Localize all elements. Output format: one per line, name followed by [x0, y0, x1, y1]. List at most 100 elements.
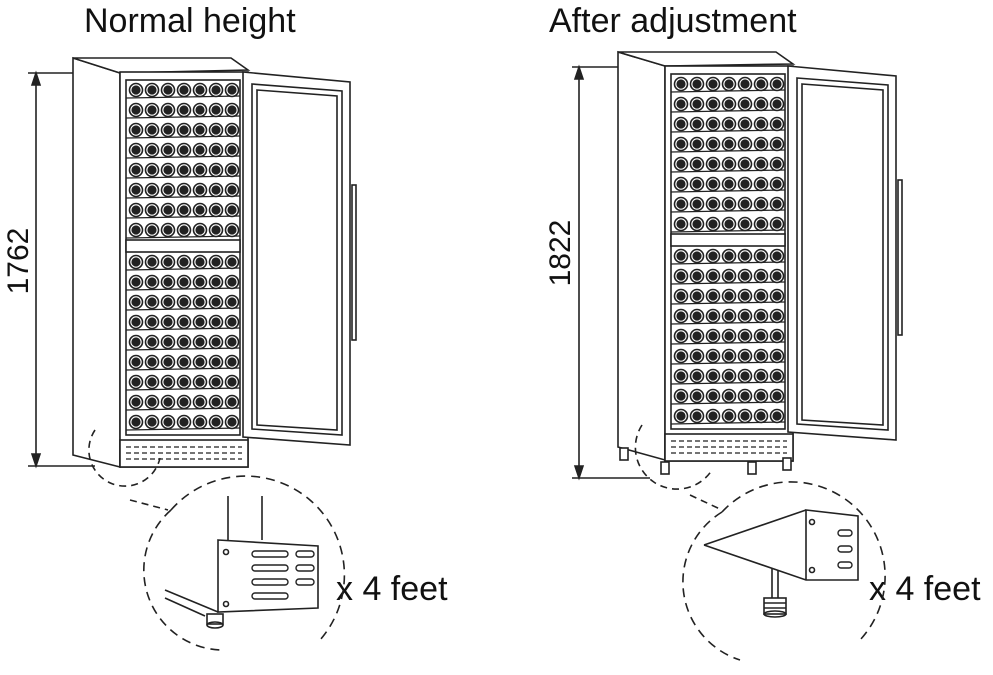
bottle-neck: [772, 179, 782, 189]
bottle-neck: [692, 311, 702, 321]
bottle-neck: [195, 125, 205, 135]
bottle-neck: [227, 397, 237, 407]
bottle-neck: [179, 105, 189, 115]
bottle-neck: [195, 165, 205, 175]
bottle-neck: [724, 311, 734, 321]
bottle-neck: [676, 391, 686, 401]
bottle-neck: [163, 277, 173, 287]
bottle-neck: [772, 291, 782, 301]
bottle-neck: [708, 99, 718, 109]
bottle-neck: [131, 145, 141, 155]
bottle-neck: [211, 377, 221, 387]
bottle-neck: [227, 377, 237, 387]
normal-height-title: Normal height: [84, 2, 296, 40]
bottle-neck: [163, 85, 173, 95]
bottle-neck: [756, 139, 766, 149]
left-cabinet: [28, 56, 357, 511]
bottle-neck: [195, 357, 205, 367]
bottle-neck: [756, 219, 766, 229]
bottle-neck: [179, 417, 189, 427]
bottle-neck: [227, 357, 237, 367]
bottle-neck: [195, 257, 205, 267]
bottle-neck: [708, 119, 718, 129]
bottle-neck: [676, 311, 686, 321]
bottle-neck: [692, 159, 702, 169]
bottle-neck: [131, 105, 141, 115]
bottle-neck: [211, 225, 221, 235]
bottle-neck: [227, 205, 237, 215]
bottle-neck: [147, 145, 157, 155]
bottle-neck: [756, 251, 766, 261]
bottle-neck: [195, 297, 205, 307]
bottle-neck: [708, 159, 718, 169]
bottle-neck: [163, 357, 173, 367]
bottle-neck: [195, 397, 205, 407]
bottle-neck: [724, 251, 734, 261]
bottle-neck: [147, 185, 157, 195]
bottle-neck: [756, 199, 766, 209]
bottle-neck: [692, 179, 702, 189]
bottle-neck: [131, 277, 141, 287]
bottle-neck: [692, 371, 702, 381]
bottle-neck: [163, 337, 173, 347]
left-feet-count-label: x 4 feet: [336, 570, 448, 608]
bottle-neck: [211, 417, 221, 427]
bottle-neck: [772, 219, 782, 229]
bottle-neck: [227, 85, 237, 95]
bottle-neck: [724, 271, 734, 281]
bottle-neck: [756, 119, 766, 129]
bottle-neck: [740, 411, 750, 421]
bottle-neck: [740, 251, 750, 261]
bottle-neck: [756, 99, 766, 109]
bottle-neck: [163, 297, 173, 307]
bottle-neck: [163, 225, 173, 235]
bottle-neck: [772, 119, 782, 129]
bottle-neck: [179, 317, 189, 327]
bottle-neck: [163, 417, 173, 427]
bottle-neck: [179, 165, 189, 175]
bottle-neck: [211, 277, 221, 287]
bottle-neck: [692, 291, 702, 301]
bottle-neck: [740, 179, 750, 189]
bottle-neck: [692, 219, 702, 229]
bottle-neck: [179, 377, 189, 387]
bottle-neck: [195, 105, 205, 115]
bottle-neck: [772, 331, 782, 341]
bottle-neck: [740, 119, 750, 129]
bottle-neck: [708, 199, 718, 209]
bottle-neck: [131, 257, 141, 267]
bottle-neck: [676, 351, 686, 361]
bottle-neck: [724, 411, 734, 421]
bottle-neck: [724, 179, 734, 189]
bottle-neck: [692, 79, 702, 89]
bottle-neck: [692, 251, 702, 261]
bottle-neck: [724, 139, 734, 149]
bottle-neck: [163, 317, 173, 327]
bottle-neck: [211, 257, 221, 267]
bottle-neck: [211, 85, 221, 95]
bottle-neck: [179, 225, 189, 235]
bottle-neck: [676, 251, 686, 261]
bottle-neck: [708, 251, 718, 261]
bottle-neck: [211, 317, 221, 327]
bottle-neck: [756, 179, 766, 189]
bottle-neck: [708, 291, 718, 301]
bottle-neck: [724, 371, 734, 381]
bottle-neck: [772, 199, 782, 209]
bottle-neck: [708, 139, 718, 149]
bottle-neck: [708, 271, 718, 281]
bottle-neck: [195, 337, 205, 347]
bottle-neck: [772, 99, 782, 109]
bottle-neck: [131, 297, 141, 307]
bottle-neck: [708, 331, 718, 341]
bottle-neck: [676, 99, 686, 109]
bottle-neck: [740, 371, 750, 381]
bottle-neck: [147, 105, 157, 115]
bottle-neck: [227, 297, 237, 307]
bottle-neck: [772, 391, 782, 401]
bottle-neck: [147, 125, 157, 135]
bottle-neck: [147, 317, 157, 327]
bottle-neck: [163, 257, 173, 267]
bottle-neck: [708, 311, 718, 321]
bottle-neck: [756, 291, 766, 301]
